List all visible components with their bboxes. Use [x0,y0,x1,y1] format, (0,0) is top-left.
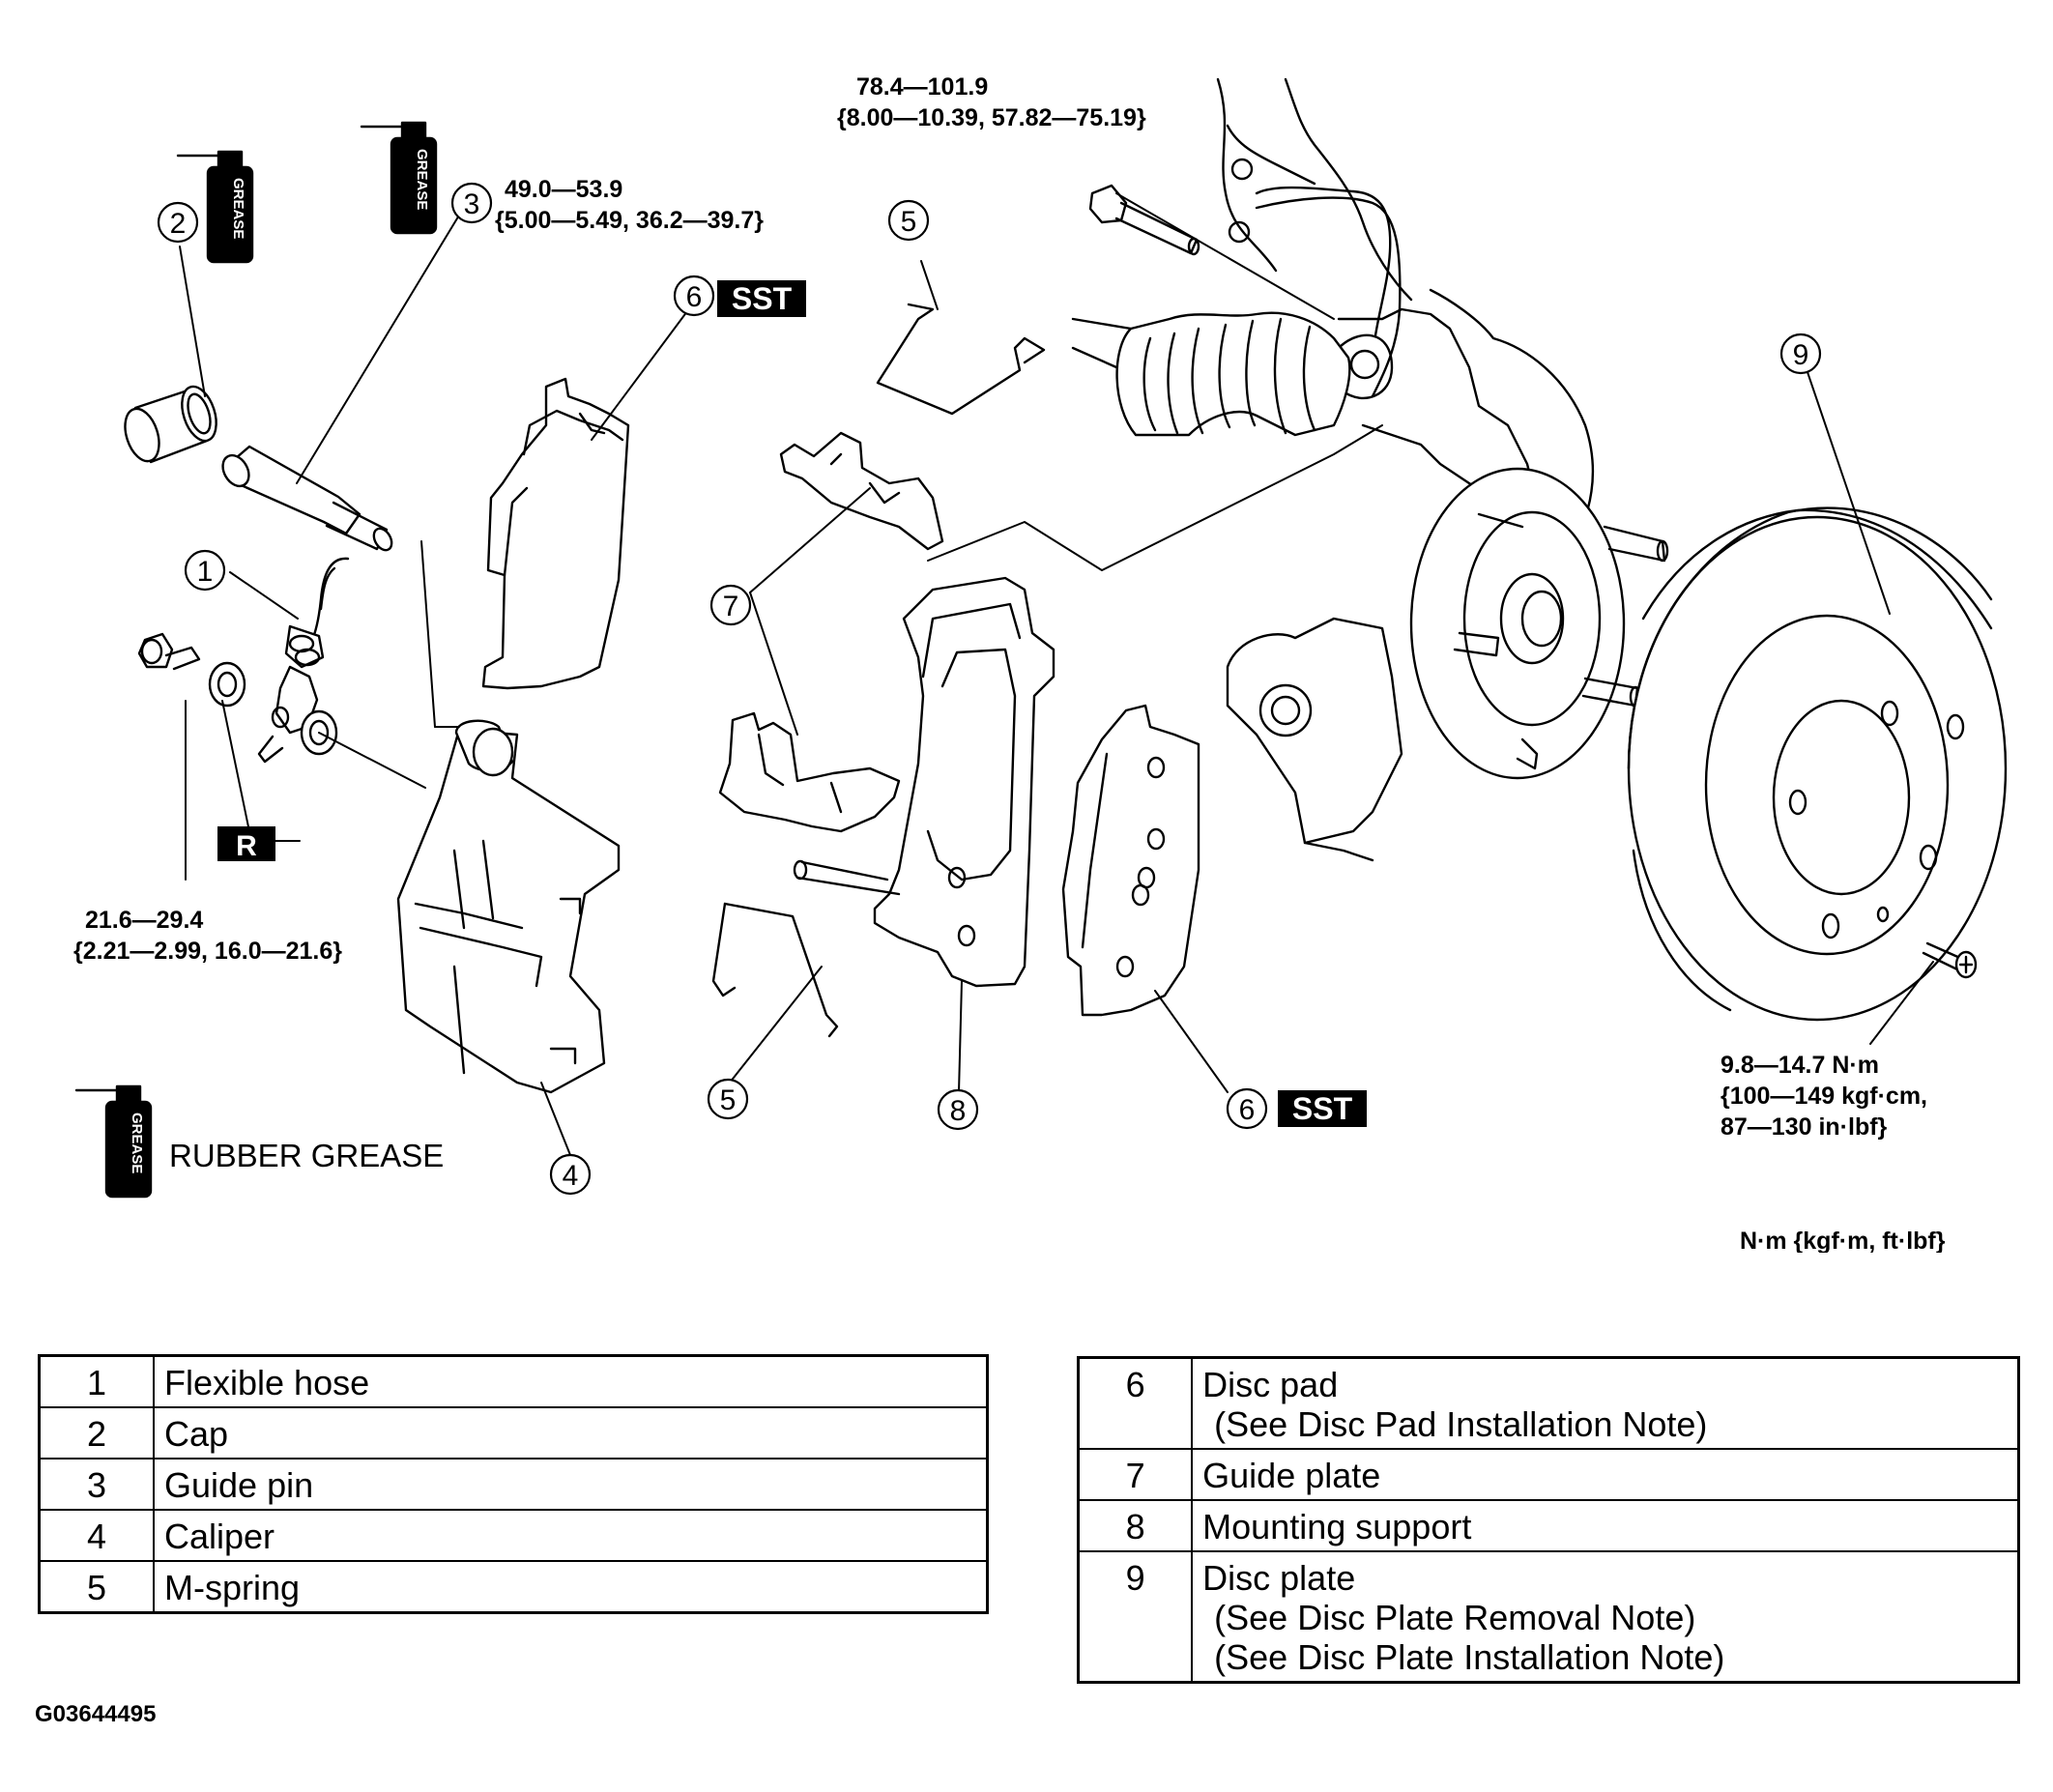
torque-guide-pin-line2: {5.00—5.49, 36.2—39.7} [495,207,764,234]
leader-lines [179,192,1934,1161]
part-note: (See Disc Pad Installation Note) [1214,1404,1708,1444]
callout-8: 8 [950,1095,967,1127]
torque-support-bolt-line2: {8.00—10.39, 57.82—75.19} [837,104,1146,131]
rubber-grease-label: RUBBER GREASE [169,1138,444,1173]
part-number: 9 [1077,1550,1194,1684]
table-row: 2 Cap [38,1406,989,1460]
part-number: 1 [38,1354,155,1408]
part-name: Guide plate [1191,1448,2020,1501]
part-name: Cap [153,1406,989,1460]
grease-label: GREASE [230,178,246,239]
abs-sensor-wire [1255,196,1402,398]
part-number: 3 [38,1458,155,1511]
part-name: Disc pad [1202,1365,1339,1404]
mounting-support-part [793,576,1055,988]
table-row: 9 Disc plate (See Disc Plate Removal Not… [1077,1550,2020,1684]
callout-1: 2 [170,208,187,240]
part-number: 6 [1077,1356,1194,1450]
torque-support-bolt-line1: 78.4—101.9 [856,73,988,101]
callout-7: 7 [723,591,739,622]
callout-6-top: 6 [686,281,703,313]
replace-badge: R [217,826,275,862]
torque-disc-screw-line3: 87—130 in·lbf} [1720,1113,1888,1141]
part-number: 4 [38,1509,155,1562]
part-name: M-spring [153,1560,989,1614]
part-number: 8 [1077,1499,1194,1552]
parts-table-left: 1 Flexible hose 2 Cap 3 Guide pin 4 Cali… [38,1354,989,1614]
part-note: (See Disc Plate Removal Note) [1214,1598,1696,1637]
disc-pad-part [481,377,630,690]
torque-hose-bolt-line1: 21.6—29.4 [85,907,203,934]
part-note: (See Disc Plate Installation Note) [1214,1637,1725,1677]
grease-can-icon: GREASE [74,1084,153,1199]
grease-label: GREASE [129,1113,145,1173]
table-row: 1 Flexible hose [38,1354,989,1408]
wheel-hub-part [1409,467,1669,780]
callout-6-bottom: 6 [1239,1094,1256,1126]
guide-plate-part [779,431,944,551]
part-name: Caliper [153,1509,989,1562]
support-bolt-part [1088,184,1200,256]
callout-9: 9 [1793,339,1809,371]
part-number: 7 [1077,1448,1194,1501]
disc-plate-part [1627,506,2008,1022]
m-spring-part [711,902,839,1038]
part-number: 2 [38,1406,155,1460]
part-name: Mounting support [1191,1499,2020,1552]
torque-guide-pin-line1: 49.0—53.9 [505,176,622,203]
sst-badge: SST [717,280,806,317]
part-name: Disc plate [1202,1558,1356,1598]
table-row: 6 Disc pad (See Disc Pad Installation No… [1077,1356,2020,1450]
grease-can-icon: GREASE [360,121,438,235]
caliper-part [396,719,621,1094]
callout-5-bottom: 5 [720,1084,737,1116]
figure-id: G03644495 [35,1701,157,1727]
copper-washer [208,661,246,708]
exploded-brake-diagram: GREASE GREASE GREASE RUBBER GREASE [73,73,2008,1255]
table-row: 8 Mounting support [1077,1499,2020,1552]
part-name-cell: Disc pad (See Disc Pad Installation Note… [1191,1356,2020,1450]
units-note: N·m {kgf·m, ft·lbf} [1740,1228,1946,1255]
guide-plate-part [718,711,901,833]
sst-badge: SST [1278,1090,1367,1127]
parts-table-right: 6 Disc pad (See Disc Pad Installation No… [1077,1356,2020,1684]
torque-disc-screw-line2: {100—149 kgf·cm, [1720,1083,1927,1110]
sst-badge-text: SST [732,281,793,316]
torque-hose-bolt-line2: {2.21—2.99, 16.0—21.6} [73,938,342,965]
part-name: Flexible hose [153,1354,989,1408]
drive-shaft-boot [1071,311,1351,437]
callout-4: 4 [563,1160,579,1192]
m-spring-part [876,303,1046,416]
callout-2: 1 [197,556,214,588]
part-number: 5 [38,1560,155,1614]
part-name: Guide pin [153,1458,989,1511]
grease-can-icon: GREASE [176,150,254,264]
grease-label: GREASE [414,149,430,210]
callout-5-top: 5 [901,206,917,238]
table-row: 3 Guide pin [38,1458,989,1511]
table-row: 5 M-spring [38,1560,989,1614]
hose-bolt-part [137,632,201,671]
callout-3: 3 [464,188,480,220]
disc-pad-part [1061,704,1200,1017]
replace-badge-text: R [236,830,257,862]
sst-badge-text: SST [1292,1091,1353,1126]
steering-knuckle-part [1216,77,1595,862]
torque-disc-screw-line1: 9.8—14.7 N·m [1720,1052,1879,1079]
callout-circles [157,182,1822,1196]
guide-pin-part [221,445,393,552]
table-row: 4 Caliper [38,1509,989,1562]
part-name-cell: Disc plate (See Disc Plate Removal Note)… [1191,1550,2020,1684]
table-row: 7 Guide plate [1077,1448,2020,1501]
cap-part [124,385,217,464]
disc-plate-screw [1922,941,1978,979]
